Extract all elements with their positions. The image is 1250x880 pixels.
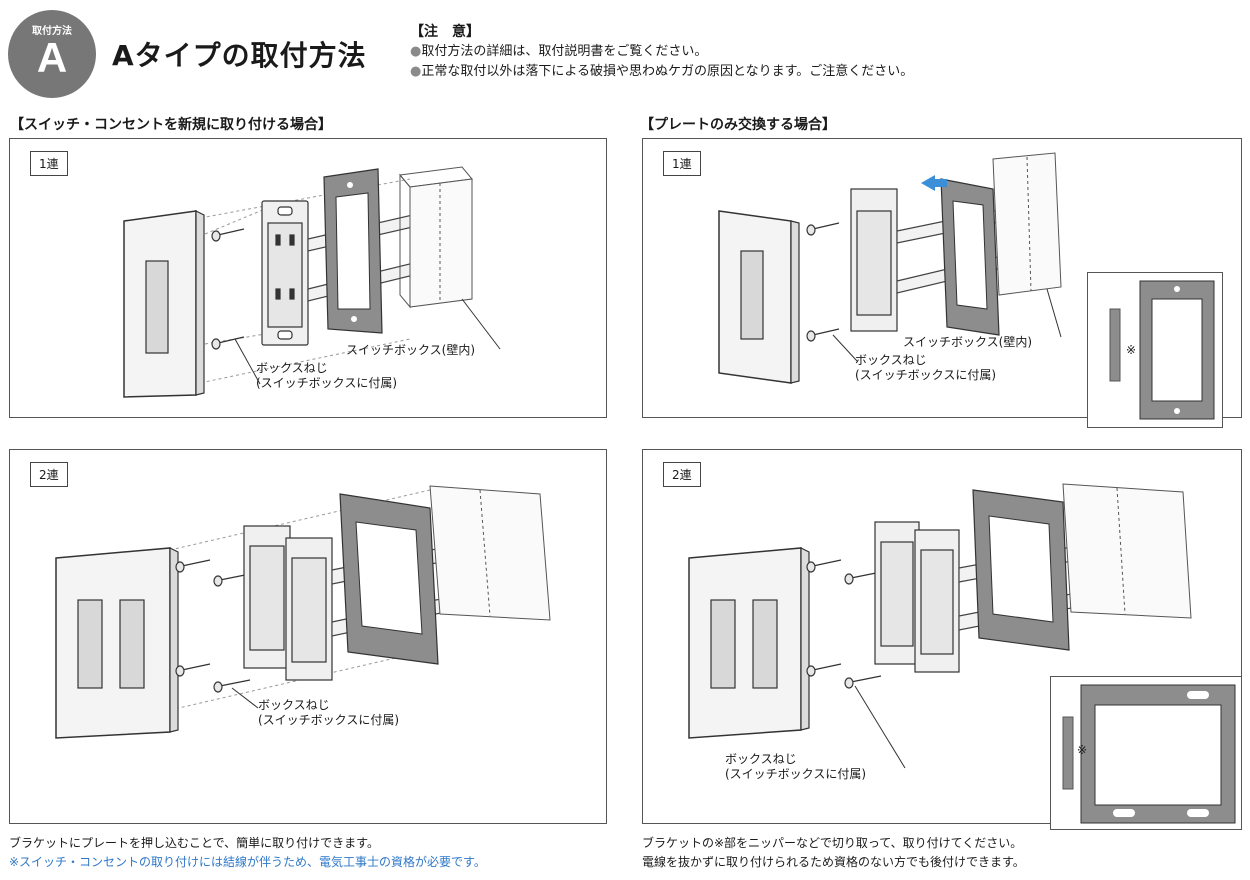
callout-switch-box: スイッチボックス(壁内) [903,335,1033,349]
mounting-bracket [339,493,439,665]
double-gang-install-illustration [55,485,551,739]
notice-title: 【注 意】 [410,24,480,40]
mounting-bracket [940,178,1000,336]
method-badge: 取付方法 A [8,10,96,98]
callout-box-screw: ボックスねじ (スイッチボックスに付属) [256,361,397,391]
badge-caption: 取付方法 [32,26,72,37]
panel-label-double: 2連 [30,462,68,487]
left-footnote: ブラケットにプレートを押し込むことで、簡単に取り付けできます。 ※スイッチ・コン… [9,834,486,872]
callout-screw-line-2: (スイッチボックスに付属) [855,368,997,382]
left-panel-single: 1連 スイッチボックス(壁内) ボックスねじ (スイッチボックスに付属) [9,138,607,418]
single-gang-replace-illustration [718,152,1062,384]
bullet-icon: ● [410,44,422,59]
notice-line-2: ●正常な取付以外は落下による破損や思わぬケガの原因となります。ご注意ください。 [410,62,913,82]
right-section-heading: 【プレートのみ交換する場合】 [640,117,836,133]
notice-line-1: ●取付方法の詳細は、取付説明書をご覧ください。 [410,42,913,62]
bracket-detail-inset-single: ※ [1087,272,1223,428]
arrow-icon [921,175,947,191]
right-footnote-line-1: ブラケットの※部をニッパーなどで切り取って、取り付けてください。 [642,836,1023,850]
notice-text-1: 取付方法の詳細は、取付説明書をご覧ください。 [421,44,708,59]
notice-text-2: 正常な取付以外は落下による破損や思わぬケガの原因となります。ご注意ください。 [421,64,914,79]
callout-screw-line-2: (スイッチボックスに付属) [258,713,400,727]
mounting-bracket [323,168,383,334]
panel-label-single: 1連 [30,151,68,176]
cover-plate [123,210,205,398]
callout-box-screw: ボックスねじ (スイッチボックスに付属) [725,752,866,782]
switch-box [399,166,473,309]
left-panel-double: 2連 ボックスねじ (スイッチボックスに付属) [9,449,607,824]
right-footnote-line-2: 電線を抜かずに取り付けられるため資格のない方でも後付けできます。 [642,855,1025,869]
double-gang-replace-illustration [688,483,1192,769]
callout-screw-line-2: (スイッチボックスに付属) [725,767,867,781]
callout-screw-line-2: (スイッチボックスに付属) [256,376,398,390]
switch-box [992,152,1062,296]
panel-label-single: 1連 [663,151,701,176]
callout-screw-line-1: ボックスねじ [258,698,330,712]
callout-box-screw: ボックスねじ (スイッチボックスに付属) [855,353,996,383]
badge-letter: A [36,34,68,81]
panel-label-double: 2連 [663,462,701,487]
cover-plate [55,547,179,739]
left-footnote-line-2: ※スイッチ・コンセントの取り付けには結線が伴うため、電気工事士の資格が必要です。 [9,855,486,869]
callout-switch-box: スイッチボックス(壁内) [346,343,476,357]
cover-plate [718,210,800,384]
cut-mark: ※ [1126,343,1137,357]
bracket-detail [1062,684,1236,824]
callout-screw-line-1: ボックスねじ [256,361,328,375]
callout-screw-line-1: ボックスねじ [725,752,797,766]
cover-plate [688,547,810,739]
single-gang-install-illustration [123,166,501,398]
switch-box [1062,483,1192,619]
left-footnote-line-1: ブラケットにプレートを押し込むことで、簡単に取り付けできます。 [9,836,379,850]
page-title: Aタイプの取付方法 [112,39,367,72]
cut-mark: ※ [1077,743,1088,757]
switch-box [429,485,551,621]
bracket-detail [1109,280,1215,420]
callout-screw-line-1: ボックスねじ [855,353,927,367]
left-section-heading: 【スイッチ・コンセントを新規に取り付ける場合】 [10,117,332,133]
bullet-icon: ● [410,64,422,79]
mounting-bracket [972,489,1070,651]
notice-block: 【注 意】 ●取付方法の詳細は、取付説明書をご覧ください。 ●正常な取付以外は落… [410,22,913,82]
bracket-detail-inset-double: ※ [1050,676,1242,830]
callout-box-screw: ボックスねじ (スイッチボックスに付属) [258,698,399,728]
right-footnote: ブラケットの※部をニッパーなどで切り取って、取り付けてください。 電線を抜かずに… [642,834,1025,872]
